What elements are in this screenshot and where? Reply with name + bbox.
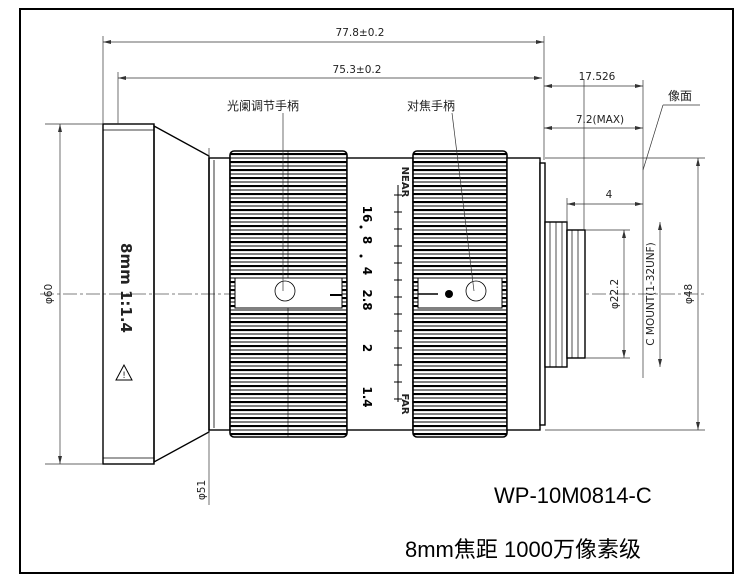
aperture-value: 4: [360, 267, 374, 275]
rear-mount: [506, 157, 586, 431]
scale-dot: [359, 254, 363, 258]
aperture-scale-ticks: [394, 194, 402, 400]
outer-diameter-dim: φ48: [683, 284, 695, 304]
iris-handle-label: 光阑调节手柄: [227, 98, 299, 113]
image-plane-label: 像面: [668, 89, 692, 103]
aperture-value: 16: [360, 206, 374, 223]
scale-dot: [359, 225, 363, 229]
middle-barrel: [346, 157, 414, 431]
mount-diameter-dim: φ22.2: [609, 279, 621, 309]
flange-back-dim: 17.526: [579, 71, 616, 83]
mount-step-dim: 4: [606, 189, 613, 201]
warning-icon: !: [115, 363, 133, 381]
iris-ring: [229, 150, 348, 438]
aperture-value: 1.4: [360, 386, 374, 407]
near-label: NEAR: [399, 167, 410, 198]
drawing-frame: [19, 8, 734, 574]
overall-length-dim: 77.8±0.2: [336, 27, 385, 39]
max-protrusion-dim: 7.2(MAX): [576, 114, 624, 126]
dimension-arrows: [58, 40, 700, 464]
lens-marking: 8mm 1:1.4: [117, 243, 135, 333]
body-length-dim: 75.3±0.2: [333, 64, 382, 76]
aperture-value: 8: [360, 236, 374, 244]
focus-handle-label: 对焦手柄: [407, 99, 455, 113]
svg-text:!: !: [122, 371, 126, 381]
focus-ring: [412, 150, 508, 438]
rear-diameter-dim: φ51: [196, 480, 208, 500]
far-label: FAR: [399, 393, 410, 414]
mount-thread-dim: C MOUNT(1-32UNF): [645, 242, 657, 346]
aperture-value: 2: [360, 344, 374, 352]
model-description: 8mm焦距 1000万像素级: [405, 537, 641, 562]
aperture-scale-values: 16 8 4 2.8 2 1.4: [359, 206, 374, 408]
dimension-lines: [45, 36, 705, 505]
front-diameter-dim: φ60: [43, 284, 55, 304]
model-number: WP-10M0814-C: [494, 483, 652, 508]
aperture-value: 2.8: [360, 289, 374, 310]
